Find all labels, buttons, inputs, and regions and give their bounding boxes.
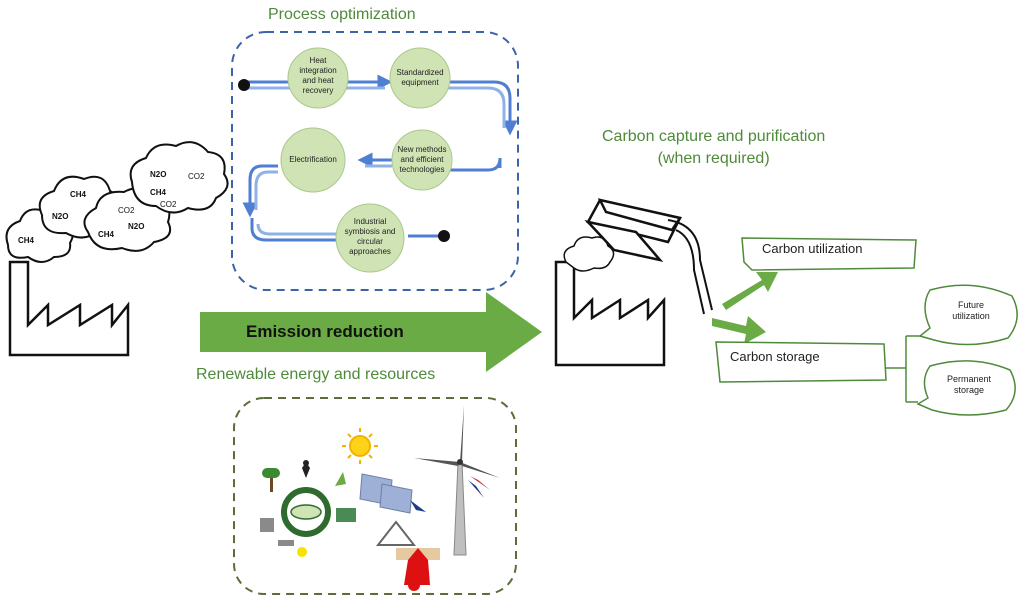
process-loop (242, 74, 518, 242)
gas-label: CH4 (98, 230, 115, 239)
renewable-icons (260, 405, 500, 591)
gas-label: N2O (52, 212, 69, 221)
permanent-storage-bubble (916, 360, 1016, 416)
gas-label: CH4 (70, 190, 87, 199)
gas-label: CO2 (160, 200, 177, 209)
process-optimization-title: Process optimization (268, 6, 416, 23)
emission-reduction-arrow (200, 292, 542, 372)
step-circle-new-methods (391, 129, 453, 191)
arrow-to-utilization (722, 272, 778, 310)
future-utilization-bubble (918, 284, 1018, 346)
carbon-capture-title: Carbon capture and purification (when re… (602, 128, 826, 167)
capture-unit (584, 198, 713, 315)
step-circle-industrial (335, 203, 405, 273)
solar-panel-icon (359, 473, 426, 514)
step-label-new-methods: New methods and efficient technologies (397, 145, 447, 174)
storage-bracket (886, 335, 922, 403)
step-circle-standardized (389, 47, 451, 109)
renewable-title: Renewable energy and resources (196, 366, 436, 383)
step-circle-heat (287, 47, 349, 109)
carbon-utilization-box (741, 237, 917, 271)
sun-icon (342, 428, 378, 464)
left-factory (8, 260, 130, 357)
step-label-industrial: Industrial symbiosis and circular approa… (344, 217, 396, 256)
renewable-box (233, 397, 517, 595)
step-label-electrification: Electrification (289, 155, 337, 164)
loop-start-dot (238, 79, 250, 91)
emission-clouds (5, 141, 229, 263)
capture-arrows (712, 272, 778, 344)
process-circles (280, 47, 453, 273)
gas-label: N2O (128, 222, 145, 231)
process-optimization-box (231, 31, 519, 291)
emission-reduction-label: Emission reduction (246, 322, 404, 341)
carbon-storage-box (715, 341, 887, 383)
gas-label: CH4 (18, 236, 35, 245)
loop-end-dot (438, 230, 450, 242)
future-utilization-label: Future utilization (952, 300, 990, 321)
carbon-utilization-label: Carbon utilization (762, 241, 863, 256)
step-label-heat: Heat integration and heat recovery (299, 56, 337, 95)
step-label-standardized: Standardized equipment (396, 68, 444, 87)
gas-label: CO2 (188, 172, 205, 181)
right-cloud (563, 236, 615, 272)
permanent-storage-label: Permanent storage (946, 374, 992, 395)
arrow-to-storage (712, 316, 766, 344)
gas-label: N2O (150, 170, 167, 179)
geothermal-icon (375, 520, 440, 591)
gas-label: CH4 (150, 188, 167, 197)
cloud-4 (129, 141, 229, 214)
gas-label: CO2 (118, 206, 135, 215)
wind-turbine-icon (414, 405, 500, 556)
step-circle-electrification (280, 127, 346, 193)
right-factory (554, 236, 666, 367)
biomass-wheel-icon (260, 460, 356, 557)
carbon-storage-label: Carbon storage (730, 349, 820, 364)
